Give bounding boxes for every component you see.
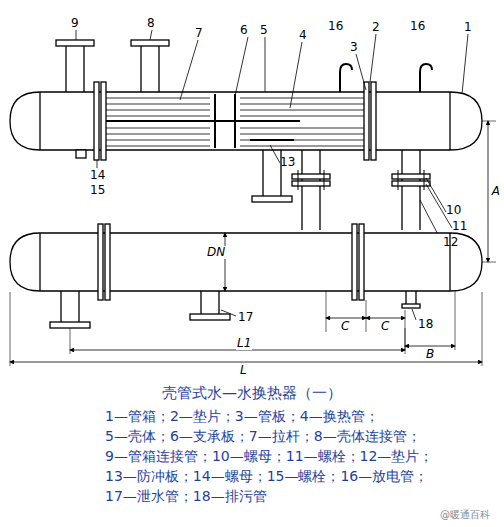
callout-number: 1 (464, 21, 472, 34)
dimension-label: C (380, 320, 390, 333)
tube-line (240, 128, 364, 129)
tube-line (240, 116, 364, 117)
dimension-label: C (340, 320, 350, 333)
callout-number: 18 (418, 318, 433, 331)
callout-number: 13 (280, 156, 295, 169)
callout-number: 2 (372, 21, 380, 34)
dimension-label: L (240, 364, 247, 377)
callout-number: 10 (446, 204, 461, 217)
callout-number: 12 (443, 236, 458, 249)
dimension-label: DN (206, 246, 226, 259)
tube-line (240, 146, 364, 147)
callout-number: 15 (90, 184, 105, 197)
parts-list-line: 9—管箱连接管；10—螺母；11—螺栓；12—垫片； (105, 448, 433, 466)
callout-number: 11 (452, 220, 467, 233)
watermark: @暖通百科 (440, 508, 490, 522)
tube-line (240, 134, 364, 135)
callout-number: 16 (410, 20, 425, 33)
tube-line (106, 140, 210, 141)
callout-number: 16 (328, 20, 343, 33)
dimension-label: L1 (236, 337, 252, 350)
callout-number: 17 (238, 311, 253, 324)
dimension-label: B (425, 348, 435, 361)
tube-line (106, 110, 210, 111)
parts-list-line: 17—泄水管；18—排污管 (105, 488, 267, 506)
tube-line (106, 98, 210, 99)
callout-number: 9 (71, 17, 79, 30)
tube-line (240, 104, 364, 105)
callout-number: 6 (240, 24, 248, 37)
figure-caption: 壳管式水—水换热器（一） (162, 384, 342, 403)
tube-line (106, 104, 210, 105)
parts-list-line: 13—防冲板；14—螺母；15—螺栓；16—放电管； (105, 468, 428, 486)
callout-number: 7 (195, 27, 203, 40)
callout-number: 8 (147, 17, 155, 30)
tube-line (240, 140, 364, 141)
plan-view (10, 224, 496, 366)
tube-line (106, 146, 210, 147)
tube-line (106, 116, 210, 117)
tube-line (240, 110, 364, 111)
callout-number: 4 (299, 29, 307, 42)
tube-line (106, 134, 210, 135)
dimension-label: A (491, 185, 501, 198)
callout-number: 3 (350, 41, 358, 54)
callout-number: 5 (260, 24, 268, 37)
callout-number: 14 (90, 169, 105, 182)
tube-line (240, 98, 364, 99)
tube-line (106, 128, 210, 129)
parts-list-line: 5—壳体；6—支承板；7—拉杆；8—壳体连接管； (105, 428, 421, 446)
parts-list-line: 1—管箱；2—垫片；3—管板；4—换热管； (105, 408, 379, 426)
elevation-view (10, 30, 496, 262)
